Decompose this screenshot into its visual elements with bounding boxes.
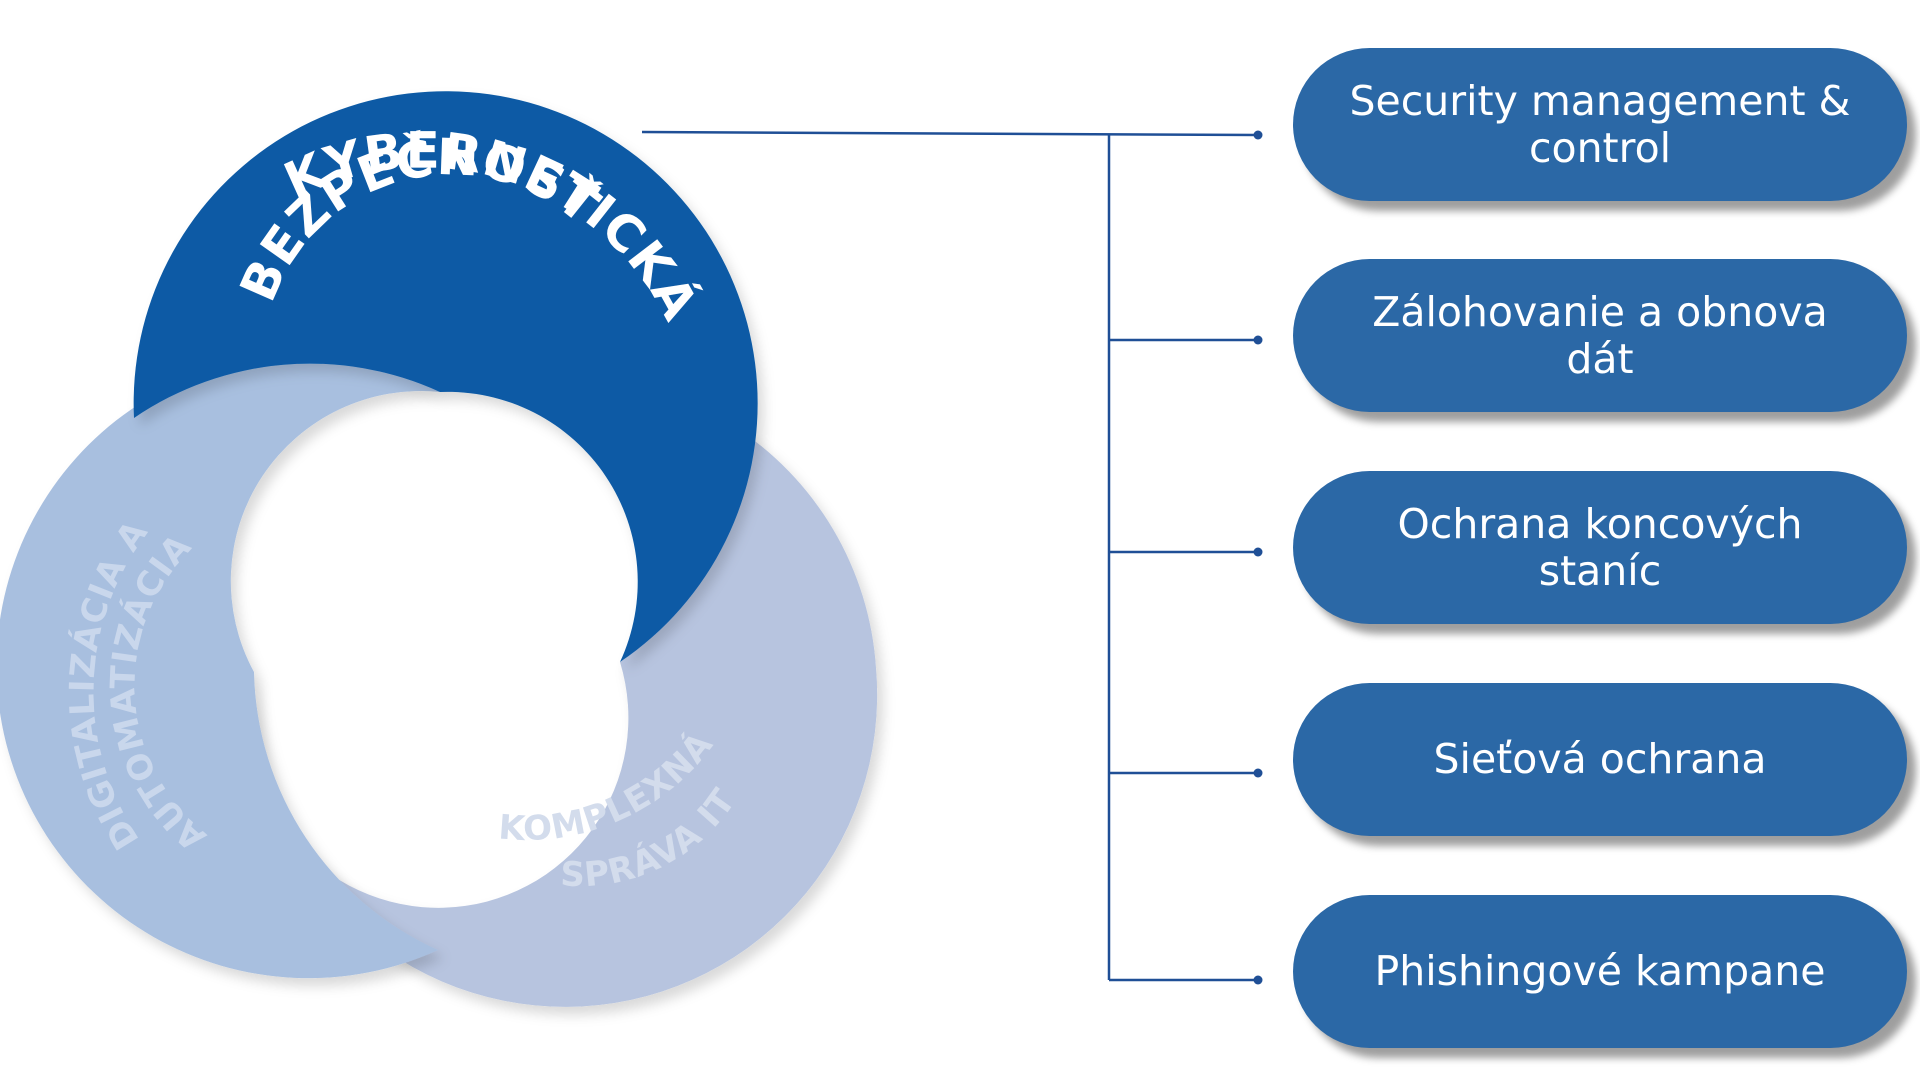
center-ring-segment (133, 91, 758, 663)
service-pill-label: Phishingové kampane (1374, 947, 1826, 995)
connector-tree (641, 130, 1259, 982)
service-pill-network-protection[interactable]: Sieťová ochrana (1293, 683, 1907, 836)
service-pill-security-management[interactable]: Security management & control (1293, 48, 1907, 201)
service-pill-label: Ochrana koncových staníc (1397, 499, 1803, 595)
service-pill-label: Security management & control (1349, 76, 1851, 172)
right-ring-segment (248, 425, 878, 1007)
service-pill-phishing-campaigns[interactable]: Phishingové kampane (1293, 895, 1907, 1048)
connector-dots (1253, 130, 1263, 985)
service-pill-label: Zálohovanie a obnova dát (1372, 287, 1828, 383)
connector-dot (1253, 547, 1263, 557)
service-pill-endpoint-protection[interactable]: Ochrana koncových staníc (1293, 471, 1907, 624)
triple-ring (0, 91, 878, 1007)
connector-dot (1253, 768, 1263, 778)
connector-main (641, 130, 1259, 137)
connector-dot (1253, 130, 1263, 140)
connector-dot (1253, 975, 1263, 985)
service-pill-label: Sieťová ochrana (1433, 735, 1767, 783)
left-ring-segment (0, 354, 440, 979)
connector-dot (1253, 335, 1263, 345)
service-pill-backup[interactable]: Zálohovanie a obnova dát (1293, 259, 1907, 412)
